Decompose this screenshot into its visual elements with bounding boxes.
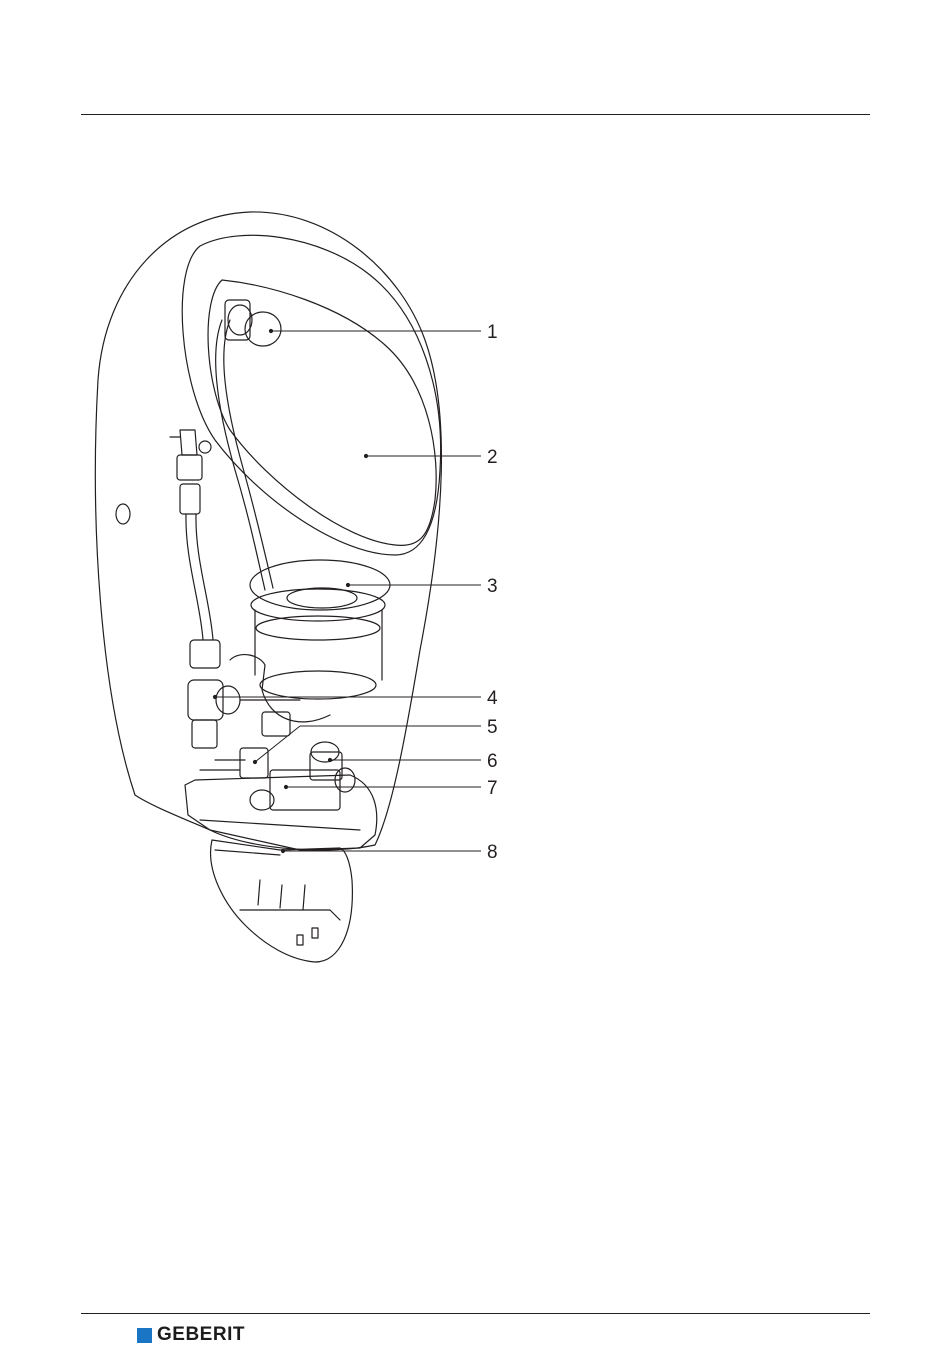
logo-square-icon [137,1328,152,1343]
callout-number-8: 8 [487,842,498,863]
callout-number-5: 5 [487,717,498,738]
base-tray [185,775,377,850]
callout-number-4: 4 [487,688,498,709]
brand-name: GEBERIT [157,1326,245,1344]
power-supply-housing [211,840,353,962]
footer-rule [81,1313,870,1314]
callout-number-2: 2 [487,447,498,468]
bowl-inner [208,280,436,545]
callout-number-1: 1 [487,322,498,343]
callout-number-3: 3 [487,576,498,597]
side-hole [116,504,130,524]
callout-number-6: 6 [487,751,498,772]
bowl-rim [182,235,440,555]
callout-number-7: 7 [487,778,498,799]
geberit-logo: GEBERIT [137,1326,245,1344]
